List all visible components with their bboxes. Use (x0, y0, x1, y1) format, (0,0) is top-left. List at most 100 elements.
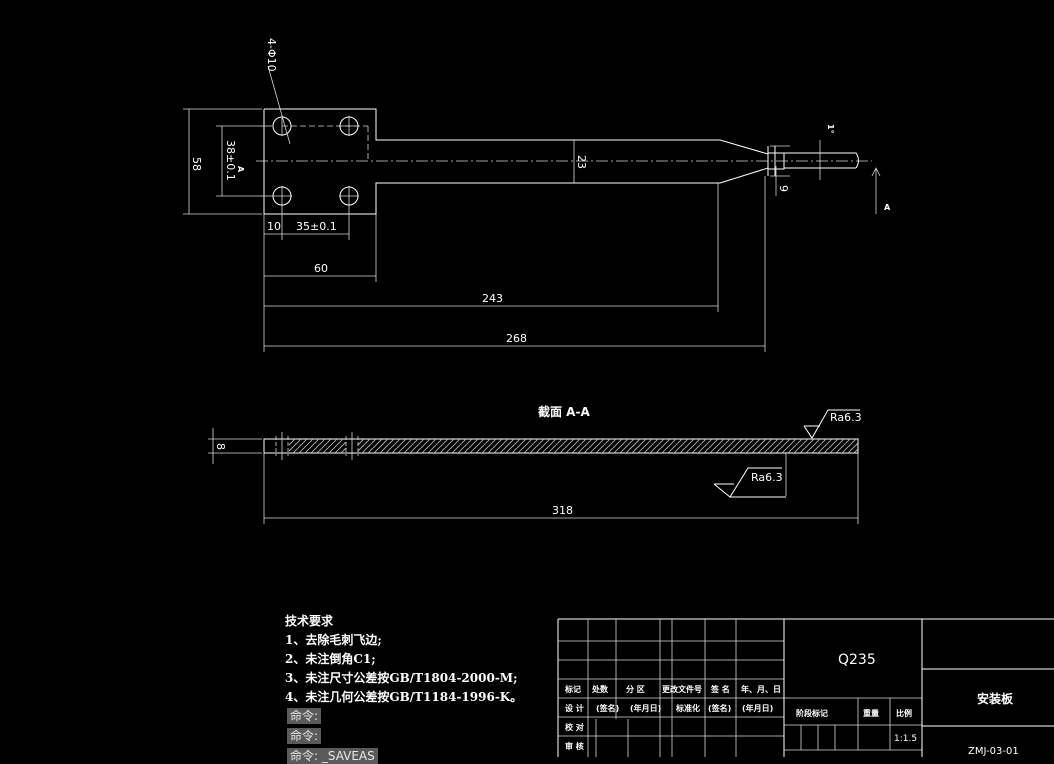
hatch-line (673, 439, 689, 453)
dimension-label: 设 计 (565, 703, 584, 713)
dimension-label: (年月日) (630, 703, 661, 713)
scale-value: 1:1.5 (894, 734, 917, 744)
dimension-label: 8 (214, 443, 227, 450)
dimension-label: 重量 (863, 708, 879, 718)
part-name: 安装板 (977, 691, 1014, 706)
hatch-line (433, 439, 449, 453)
hatch-line (817, 439, 833, 453)
command-line-1[interactable]: 命令: (287, 708, 322, 724)
dimension-label: 58 (190, 157, 203, 171)
hatch-line (781, 439, 797, 453)
hatch-line (841, 439, 857, 453)
command-line-3[interactable]: 命令: _SAVEAS (287, 748, 378, 764)
dimension-58: 58 (183, 108, 262, 215)
hatch-line (523, 439, 539, 453)
center-lines (256, 116, 872, 206)
hatch-line (415, 439, 431, 453)
hatch-line (601, 439, 617, 453)
dimension-243: 243 (264, 183, 719, 312)
dimension-label: A (884, 203, 891, 212)
hatch-line (451, 439, 467, 453)
hatch-line (625, 439, 641, 453)
hatch-line (547, 439, 563, 453)
roughness-symbol-bottom: Ra6.3 (713, 453, 787, 498)
dimension-23: 23 (573, 140, 588, 183)
hatch-line (463, 439, 479, 453)
hatch-line (571, 439, 587, 453)
hatch-line (367, 439, 383, 453)
hatch-line (322, 439, 338, 453)
hatch-line (757, 439, 773, 453)
dimension-label: (年月日) (742, 703, 773, 713)
hatch-line (353, 439, 367, 453)
section-title: 截面 A-A (538, 404, 590, 419)
hatch-line (347, 439, 361, 453)
section-view (263, 432, 874, 460)
hatch-line (487, 439, 503, 453)
hatch-line (379, 439, 395, 453)
dimension-10-35: 10 35±0.1 (263, 206, 350, 240)
dimension-label: 10 (267, 220, 281, 233)
dimension-label: 标准化 (675, 703, 700, 713)
hatch-line (691, 439, 707, 453)
hatch-line (860, 439, 874, 453)
hole-bottom-right (339, 186, 359, 206)
hatch-line (751, 439, 767, 453)
hatch-line (775, 439, 791, 453)
hatch-line (595, 439, 611, 453)
hatch-line (439, 439, 455, 453)
hatch-line (292, 439, 308, 453)
command-line-2[interactable]: 命令: (287, 728, 322, 744)
hole-callout: 4-Φ10 (265, 38, 291, 145)
hatch-line (823, 439, 839, 453)
hatch-line (340, 447, 346, 453)
hatch-line (613, 439, 629, 453)
hatch-line (721, 439, 737, 453)
hatch-line (619, 439, 635, 453)
hatch-line (661, 439, 677, 453)
hatch-line (679, 439, 695, 453)
hole-bottom-left (272, 186, 292, 206)
hatch-line (517, 439, 533, 453)
hatch-line (727, 439, 743, 453)
hatch-line (559, 439, 575, 453)
hatch-line (328, 439, 344, 453)
hatch-line (310, 439, 326, 453)
hatch-line (385, 439, 401, 453)
dimension-label: 243 (482, 292, 503, 305)
title-block: Q235 安装板 ZMJ-03-01 1:1.5 标记 处数 分 区 更改文件号… (557, 618, 1054, 757)
material-label: Q235 (838, 652, 876, 668)
dimension-38: 38±0.1 A (216, 125, 272, 197)
dimension-label: 比例 (896, 708, 912, 718)
hatch-line (835, 439, 851, 453)
hatch-line (793, 439, 809, 453)
hatch-line (541, 439, 557, 453)
hatch-line (457, 439, 473, 453)
dimension-label: 年、月、日 (741, 684, 781, 694)
hatch-line (655, 439, 671, 453)
hatch-line (505, 439, 521, 453)
hatch-line (769, 439, 785, 453)
hatch-line (358, 439, 365, 446)
hatch-line (763, 439, 779, 453)
tech-title: 技术要求 (285, 614, 334, 628)
hatch-line (739, 439, 755, 453)
hatch-line (304, 439, 320, 453)
hatch-line (511, 439, 527, 453)
dimension-8: 8 (208, 428, 262, 464)
hatch-line (583, 439, 599, 453)
hatch-line (421, 439, 437, 453)
hatch-line (493, 439, 509, 453)
hatch-line (649, 439, 665, 453)
dimension-9: 9 1° (770, 124, 835, 196)
hatch-line (481, 439, 497, 453)
hatch-line (391, 439, 407, 453)
hatch-line (529, 439, 545, 453)
hatch-line (475, 439, 491, 453)
hatch-line (811, 439, 827, 453)
hatch-line (397, 439, 413, 453)
hatch-line (733, 439, 749, 453)
hatch-line (298, 439, 314, 453)
dimension-label: Ra6.3 (830, 411, 862, 424)
